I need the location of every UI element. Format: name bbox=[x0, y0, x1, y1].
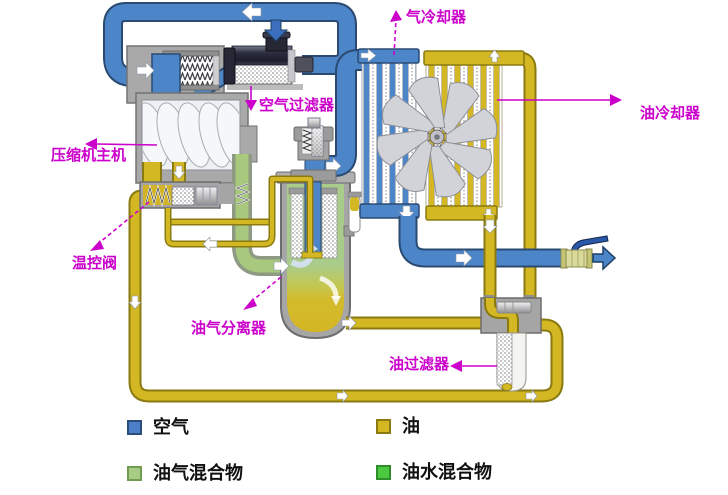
air-filter-component bbox=[223, 19, 314, 90]
oil-gas-separator-tank bbox=[273, 171, 362, 340]
oil-cooler-return-pipe bbox=[482, 215, 498, 300]
outlet-arrow-icon bbox=[592, 245, 617, 271]
screw-rotors bbox=[143, 102, 239, 168]
flow-arrow-right-icon bbox=[455, 249, 473, 267]
legend-item-air: 空气 bbox=[127, 418, 189, 436]
annotation-compressor bbox=[85, 138, 158, 150]
annotation-oil-filter bbox=[450, 360, 497, 372]
flow-arrow-down-icon bbox=[172, 165, 186, 180]
legend-label-oil: 油 bbox=[402, 416, 420, 436]
flow-arrow-down-icon bbox=[128, 295, 142, 310]
air-discharge-pipe bbox=[398, 216, 564, 268]
label-compressor: 压缩机主机 bbox=[51, 147, 127, 164]
scavenge-line bbox=[164, 175, 314, 253]
annotation-separator bbox=[243, 276, 282, 310]
flow-arrow-right-icon bbox=[136, 61, 155, 80]
flow-arrow-right-icon bbox=[336, 389, 349, 403]
separator-element bbox=[321, 193, 338, 259]
flow-arrow-right-icon bbox=[273, 257, 290, 275]
oil-filter-assembly bbox=[480, 295, 542, 392]
annotation-temp-valve bbox=[90, 201, 150, 251]
legend-label-oil-gas: 油气混合物 bbox=[153, 463, 243, 483]
legend-item-oil-water-mixture: 油水混合物 bbox=[376, 463, 492, 481]
thermostatic-valve bbox=[139, 162, 234, 209]
separator-element bbox=[290, 193, 304, 259]
flow-arrow-right-icon bbox=[525, 389, 538, 403]
discharge-pipe bbox=[232, 154, 286, 276]
label-oil-cooler: 油冷却器 bbox=[640, 105, 701, 122]
separator-oil-outlet-pipe bbox=[341, 315, 484, 331]
legend-label-air: 空气 bbox=[153, 417, 189, 437]
annotation-oil-cooler bbox=[497, 94, 622, 106]
flow-arrow-left-icon bbox=[202, 236, 218, 252]
legend-label-oil-water: 油水混合物 bbox=[402, 462, 492, 482]
flow-arrow-right-icon bbox=[360, 48, 377, 63]
label-air-cooler: 气冷却器 bbox=[406, 9, 467, 26]
flow-arrow-left-icon bbox=[241, 2, 262, 22]
flow-arrow-down-icon bbox=[482, 219, 498, 234]
annotation-air-filter bbox=[245, 86, 257, 111]
label-temp-valve: 温控阀 bbox=[72, 255, 118, 272]
valve-spring bbox=[301, 129, 313, 152]
intake-arrow-icon bbox=[263, 19, 289, 42]
legend-swatch-oil-gas bbox=[127, 465, 142, 481]
legend-swatch-oil-water bbox=[376, 464, 391, 480]
label-oil-gas-separator: 油气分离器 bbox=[191, 320, 267, 337]
legend-swatch-air bbox=[127, 419, 142, 435]
flow-arrow-up-icon bbox=[488, 49, 501, 63]
annotation-air-cooler bbox=[390, 10, 402, 56]
legend-item-oil: 油 bbox=[376, 417, 420, 435]
label-oil-filter: 油过滤器 bbox=[389, 356, 450, 373]
cooling-fan bbox=[368, 68, 506, 206]
oil-return-loop-pipe bbox=[128, 189, 564, 403]
legend-swatch-oil bbox=[376, 418, 391, 434]
flow-arrow-right-icon bbox=[341, 315, 357, 331]
outlet-ball-valve[interactable] bbox=[560, 235, 609, 269]
legend-item-oil-gas-mixture: 油气混合物 bbox=[127, 464, 243, 482]
label-air-filter: 空气过滤器 bbox=[259, 97, 335, 114]
min-pressure-valve-assembly bbox=[290, 49, 369, 182]
